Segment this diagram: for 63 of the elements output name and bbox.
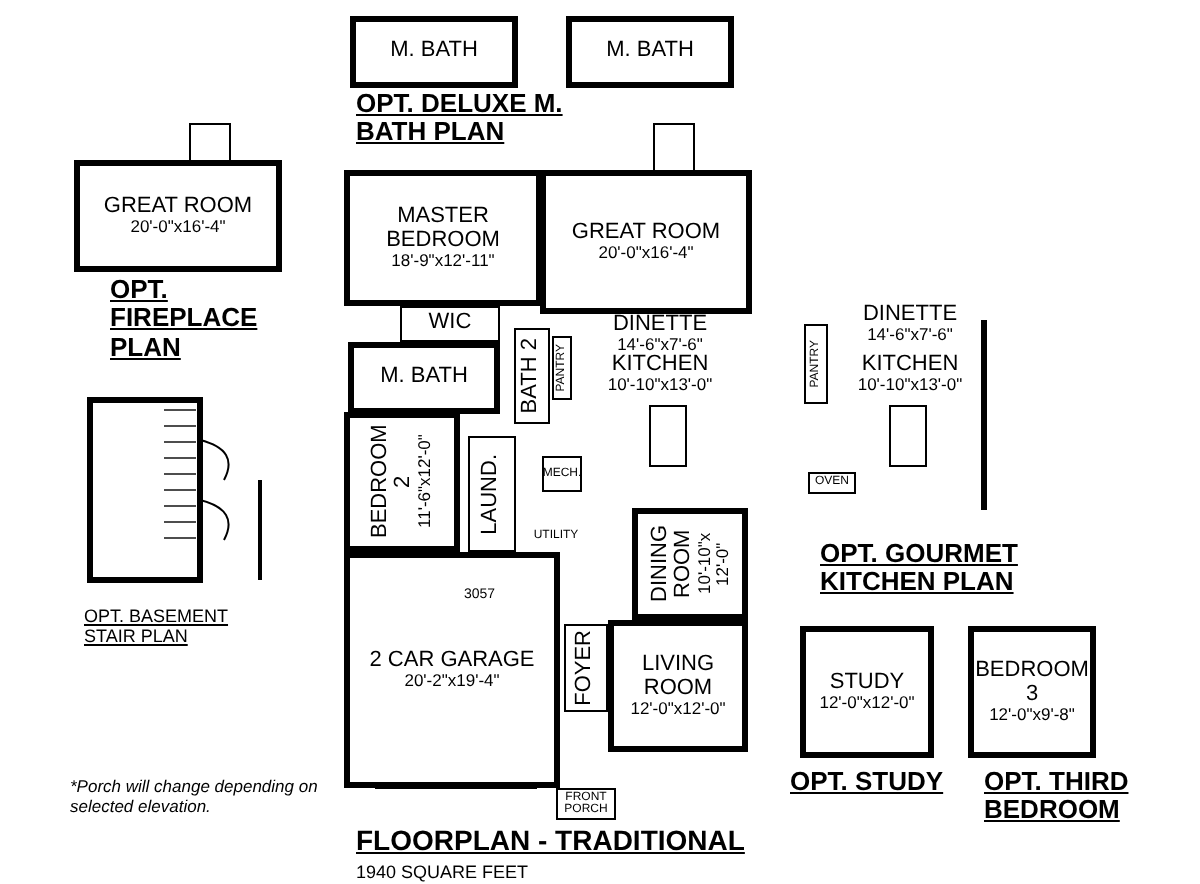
room-name: 2 CAR GARAGE (369, 649, 535, 673)
fixture-area (542, 456, 582, 492)
room-name: BEDROOM 3 (974, 659, 1090, 707)
room-name: DINETTE (612, 313, 708, 337)
plan-caption: OPT. BASEMENT STAIR PLAN (84, 608, 231, 648)
room (348, 342, 500, 414)
room-name: WIC (428, 312, 472, 336)
fixture-area (804, 324, 828, 404)
plan-title: FLOORPLAN - TRADITIONAL (356, 826, 745, 857)
room (566, 16, 734, 88)
room-name: LAUND. (480, 453, 504, 535)
room-dimensions: 14'-6"x7'-6" (867, 326, 953, 345)
room-name: FOYER (574, 630, 598, 706)
room (540, 170, 752, 314)
room-name: KITCHEN (861, 353, 959, 377)
room-name: STUDY (829, 671, 905, 695)
room-dimensions: 11'-6"x12'-0" (416, 433, 434, 533)
subtitle: 1940 SQUARE FEET (356, 862, 531, 882)
room-name: DINING ROOM (649, 523, 696, 607)
room-dimensions: 14'-6"x7'-6" (617, 336, 703, 355)
room-name: BATH 2 (520, 338, 544, 414)
room-dimensions: 10'-10"x13'-0" (857, 376, 963, 395)
plan-caption: OPT. THIRD BEDROOM (984, 768, 1131, 826)
room-name: DINETTE (862, 303, 958, 327)
room-dimensions: 12'-0"x12'-0" (819, 694, 915, 713)
room-name: KITCHEN (611, 353, 709, 377)
room-name: LIVING ROOM (639, 653, 717, 701)
room-name: BEDROOM 2 (369, 423, 417, 543)
plan-caption: OPT. GOURMET KITCHEN PLAN (820, 540, 1020, 598)
room-dimensions: 20'-0"x16'-4" (598, 244, 694, 263)
fixture-area (556, 788, 616, 820)
room (608, 620, 748, 752)
room-name: M. BATH (380, 366, 468, 390)
plan-caption: OPT. DELUXE M. BATH PLAN (356, 90, 565, 148)
plan-caption: OPT. FIREPLACE PLAN (110, 276, 260, 362)
room-dimensions: 10'-10"x 12'-0" (695, 531, 731, 599)
room (344, 412, 460, 552)
fixture-area (552, 336, 572, 400)
room-name: GREAT ROOM (571, 221, 721, 245)
room (632, 508, 748, 620)
room (344, 552, 560, 788)
room-dimensions: 20'-2"x19'-4" (404, 672, 500, 691)
room-dimensions: 10'-10"x13'-0" (607, 376, 713, 395)
room (564, 624, 608, 712)
room (344, 170, 542, 306)
room (74, 160, 282, 272)
fixture-area (808, 472, 856, 494)
room-name: MASTER BEDROOM (384, 205, 502, 253)
room-dimensions: 12'-0"x9'-8" (989, 706, 1075, 724)
note: *Porch will change depending on selected elevation. (70, 776, 320, 816)
room (400, 306, 500, 342)
room (468, 436, 516, 552)
room-dimensions: 18'-9"x12'-11" (391, 252, 495, 270)
plan-caption: OPT. STUDY (790, 768, 946, 797)
room (350, 16, 518, 88)
room-dimensions: 12'-0"x12'-0" (630, 700, 726, 718)
room-name: M. BATH (606, 40, 694, 64)
room (968, 626, 1096, 758)
room-name: M. BATH (390, 40, 478, 64)
room (800, 626, 934, 758)
room-dimensions: 20'-0"x16'-4" (130, 218, 226, 237)
room (514, 328, 550, 424)
room-name: GREAT ROOM (103, 195, 253, 219)
